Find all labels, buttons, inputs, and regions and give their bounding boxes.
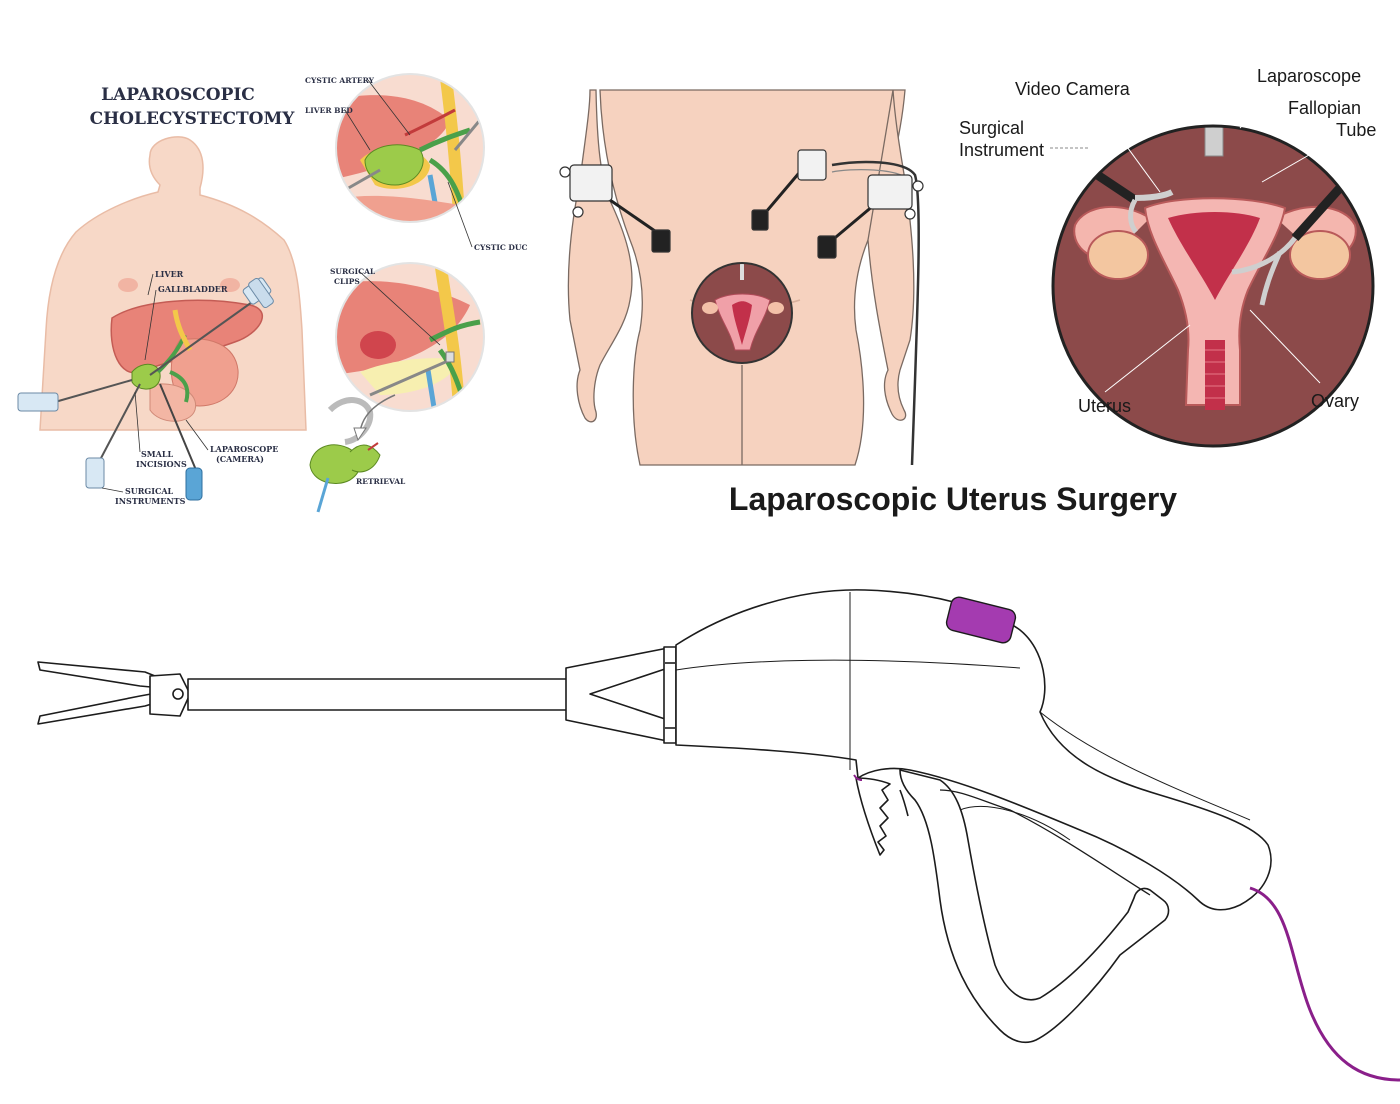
label-surgical-instruments-1: SURGICAL	[125, 486, 174, 496]
label-laparoscope: Laparoscope	[1257, 66, 1361, 86]
laparoscope-camera	[159, 383, 203, 501]
detail-circle-cystic	[335, 73, 485, 223]
label-ovary: Ovary	[1311, 391, 1359, 411]
label-uterus: Uterus	[1078, 396, 1131, 416]
torso	[39, 136, 307, 431]
pelvis-body-panel	[559, 89, 924, 466]
chole-title-line1: LAPAROSCOPIC	[101, 85, 255, 105]
label-laparoscope-2: (CAMERA)	[216, 454, 264, 464]
uterus-detail-panel: Video Camera Laparoscope Fallopian Tube …	[729, 66, 1376, 517]
label-fallopian-1: Fallopian	[1288, 98, 1361, 118]
label-cystic-artery: CYSTIC ARTERY	[305, 76, 375, 85]
surgical-instruments	[17, 277, 274, 489]
label-surgical-clips-1: SURGICAL	[330, 267, 376, 276]
grasper-ratchet	[855, 777, 891, 856]
grasper-handle	[675, 589, 1272, 911]
laparoscopic-grasper	[37, 589, 1272, 1044]
detail-circle-clips	[335, 262, 485, 412]
cholecystectomy-panel: LAPAROSCOPIC CHOLECYSTECTOMY LIVER	[17, 73, 527, 513]
label-surgical-instrument-2: Instrument	[959, 140, 1044, 160]
chole-title-line2: CHOLECYSTECTOMY	[90, 109, 296, 129]
label-surgical-instruments-2: INSTRUMENTS	[115, 496, 186, 506]
label-small-incisions-2: INCISIONS	[136, 459, 187, 469]
trocar-ports	[559, 149, 924, 259]
retrieval-gallbladder	[309, 397, 381, 513]
liver	[110, 299, 263, 374]
label-surgical-clips-2: CLIPS	[334, 277, 360, 286]
grasper-jaw-lower	[37, 691, 166, 725]
gallbladder	[131, 363, 161, 390]
pelvic-detail-small	[691, 262, 793, 364]
grasper-trigger	[899, 769, 1170, 1044]
label-fallopian-2: Tube	[1336, 120, 1376, 140]
uterus-surgery-title: Laparoscopic Uterus Surgery	[729, 481, 1177, 517]
power-cable	[1249, 886, 1400, 1082]
label-retrieval: RETRIEVAL	[356, 477, 406, 486]
label-gallbladder: GALLBLADDER	[158, 284, 228, 294]
uterus-shape	[1143, 197, 1287, 406]
label-liver: LIVER	[155, 269, 184, 279]
activation-button[interactable]	[945, 596, 1017, 645]
label-small-incisions-1: SMALL	[141, 449, 173, 459]
label-cystic-duct: CYSTIC DUC	[474, 243, 527, 252]
label-surgical-instrument-1: Surgical	[959, 118, 1024, 138]
grasper-shaft	[187, 678, 569, 711]
label-video-camera: Video Camera	[1015, 79, 1131, 99]
grasper-jaw-upper	[37, 661, 166, 689]
label-liver-bed: LIVER BED	[305, 106, 353, 115]
label-laparoscope-1: LAPAROSCOPE	[210, 444, 278, 454]
